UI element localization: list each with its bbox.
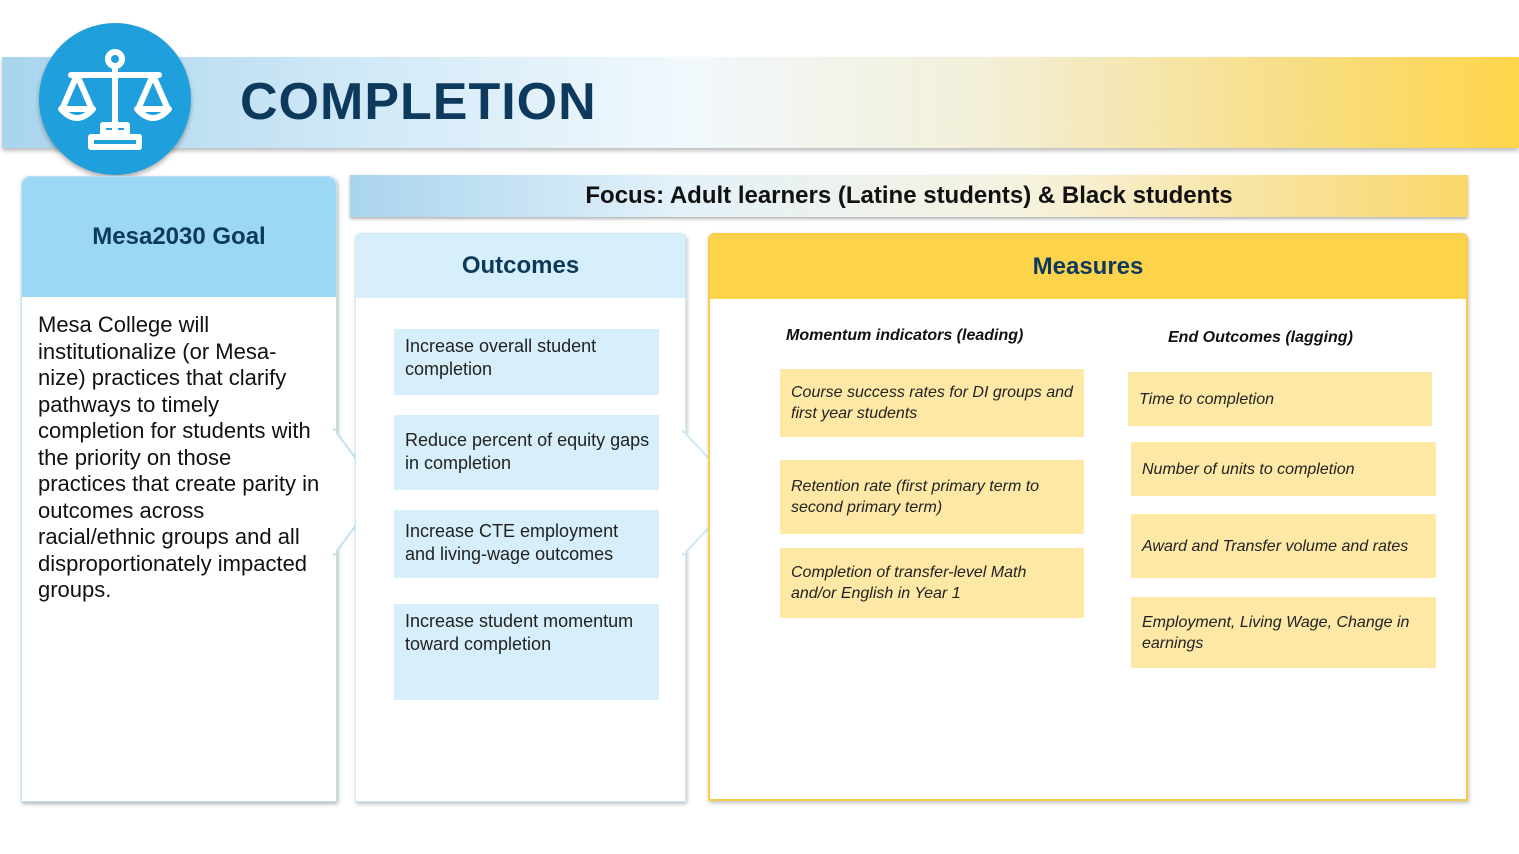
outcomes-panel: Outcomes Increase overall student comple… — [355, 233, 686, 802]
measures-panel: Measures Momentum indicators (leading) E… — [708, 233, 1468, 801]
leading-measure: Course success rates for DI groups and f… — [780, 369, 1084, 437]
lagging-measure: Number of units to completion — [1131, 442, 1436, 496]
page-title: COMPLETION — [240, 73, 597, 131]
outcome-item: Increase CTE employment and living-wage … — [394, 510, 659, 578]
measures-heading: Measures — [710, 235, 1466, 299]
leading-measure: Retention rate (first primary term to se… — [780, 460, 1084, 534]
outcome-item: Reduce percent of equity gaps in complet… — [394, 415, 659, 490]
logo-badge — [39, 23, 191, 175]
goal-text: Mesa College will institutionalize (or M… — [38, 312, 320, 602]
outcomes-heading: Outcomes — [356, 234, 685, 298]
lagging-measure: Employment, Living Wage, Change in earni… — [1131, 597, 1436, 668]
lagging-heading: End Outcomes (lagging) — [1168, 329, 1353, 346]
leading-heading: Momentum indicators (leading) — [786, 327, 1024, 344]
header-banner — [2, 57, 1519, 148]
outcome-item: Increase student momentum toward complet… — [394, 604, 659, 700]
leading-measure: Completion of transfer-level Math and/or… — [780, 548, 1084, 618]
focus-banner: Focus: Adult learners (Latine students) … — [350, 175, 1468, 217]
lagging-measure: Award and Transfer volume and rates — [1131, 514, 1436, 578]
outcome-item: Increase overall student completion — [394, 329, 659, 395]
lagging-measure: Time to completion — [1128, 372, 1432, 426]
goal-heading: Mesa2030 Goal — [22, 177, 336, 297]
scales-icon — [58, 49, 172, 150]
goal-panel: Mesa2030 Goal Mesa College will institut… — [21, 176, 337, 802]
